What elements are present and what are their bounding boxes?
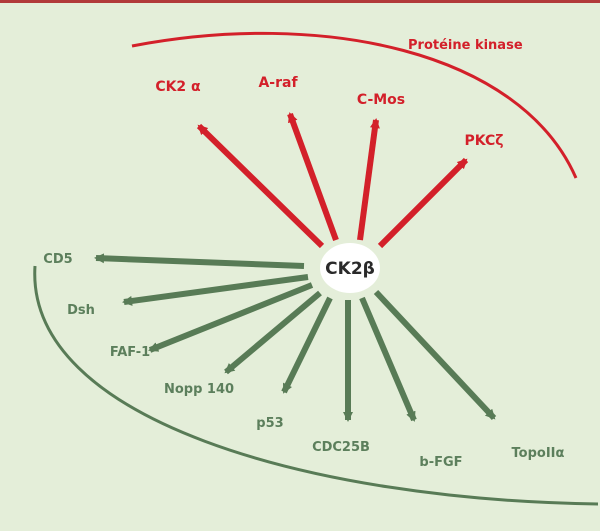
arrow-to-bfgf <box>359 296 417 422</box>
substrate-label-bfgf: b-FGF <box>419 455 462 470</box>
group-title: Protéine kinase <box>408 38 523 53</box>
substrate-label-faf1: FAF-1 <box>110 345 150 360</box>
arrow-to-nopp140 <box>224 290 322 375</box>
substrate-label-p53: p53 <box>256 416 283 431</box>
arrow-to-p53 <box>281 296 333 394</box>
arrow-to-topo2a <box>373 289 497 421</box>
kinase-label-pkc-zeta: PKCζ <box>464 133 503 149</box>
substrate-arrows <box>94 253 497 422</box>
substrate-label-topo2a: TopoIIα <box>512 446 565 461</box>
arrow-to-cd5 <box>94 253 305 269</box>
substrate-group-arc <box>33 265 599 506</box>
top-border <box>0 0 600 3</box>
substrate-label-dsh: Dsh <box>67 303 95 318</box>
arrow-to-pkc-zeta <box>377 157 469 249</box>
arrow-to-a-raf <box>287 112 339 242</box>
substrate-label-cdc25b: CDC25B <box>312 440 370 455</box>
kinase-group-arc <box>131 31 578 179</box>
arrow-to-c-mos <box>357 118 380 241</box>
kinase-label-ck2-alpha: CK2 α <box>155 79 201 95</box>
center-label: CK2β <box>325 259 375 279</box>
arrow-to-dsh <box>122 274 309 306</box>
substrate-label-cd5: CD5 <box>43 252 72 267</box>
kinase-label-c-mos: C-Mos <box>357 92 405 108</box>
center-node <box>320 243 380 293</box>
arrow-to-ck2-alpha <box>196 123 325 249</box>
substrate-label-nopp140: Nopp 140 <box>164 382 234 397</box>
kinase-label-a-raf: A-raf <box>258 75 298 91</box>
kinase-arrows <box>196 112 469 249</box>
arrow-to-faf1 <box>148 282 314 353</box>
